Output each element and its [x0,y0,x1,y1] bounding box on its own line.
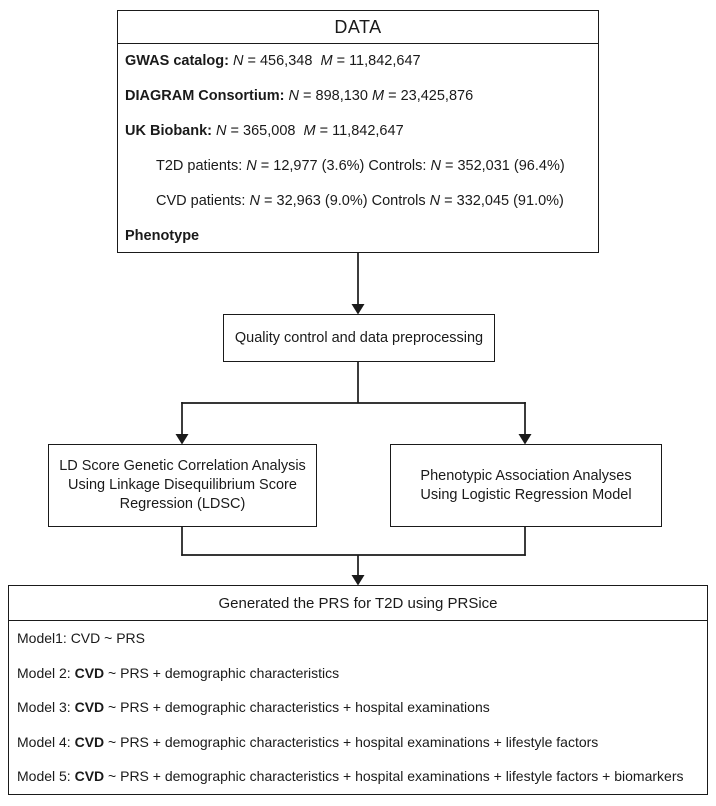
m-symbol: M [371,88,385,104]
source-line-ukbiobank: UK Biobank: N = 365,008 M = 11,842,647 [118,114,598,149]
n-value: = 898,130 [299,88,372,104]
source-label: UK Biobank: [125,123,217,139]
ldsc-analysis-text: LD Score Genetic Correlation Analysis Us… [49,445,316,526]
model-outcome: CVD [74,733,105,750]
model-line-2: Model 2: CVD ~ PRS + demographic charact… [9,656,707,691]
cohort-line-t2d: T2D patients: N = 12,977 (3.6%) Controls… [118,149,598,184]
n-symbol: N [246,158,257,174]
cohort-line-cvd: CVD patients: N = 32,963 (9.0%) Controls… [118,184,598,219]
ldsc-line: LD Score Genetic Correlation Analysis [59,458,306,474]
cohort-prefix: CVD patients: [156,193,250,209]
connector-merge [181,527,526,556]
model-line-4: Model 4: CVD ~ PRS + demographic charact… [9,725,707,760]
model-outcome: CVD [74,664,105,681]
cohort-controls: = 332,045 (91.0%) [440,193,564,209]
n-symbol: N [249,193,260,209]
m-value: = 11,842,647 [315,123,404,139]
source-label: GWAS catalog: [125,53,233,69]
n-symbol: N [216,123,227,139]
connector-qc-split [181,362,526,404]
n-symbol: N [429,193,441,209]
source-line-gwas: GWAS catalog: N = 456,348 M = 11,842,647 [118,44,598,79]
phenotypic-association-box: Phenotypic Association Analyses Using Lo… [390,444,662,527]
n-symbol: N [288,88,299,104]
source-label: DIAGRAM Consortium: [125,88,289,104]
model-outcome: CVD [74,768,105,784]
quality-control-box: Quality control and data preprocessing [223,314,495,362]
cohort-prefix: T2D patients: [156,158,247,174]
source-line-diagram: DIAGRAM Consortium: N = 898,130 M = 23,4… [118,79,598,114]
prs-box-title: Generated the PRS for T2D using PRSice [9,586,707,621]
model-outcome: CVD [74,699,105,715]
n-symbol: N [430,158,441,174]
model-formula: ~ PRS + demographic characteristics + ho… [104,699,490,715]
prs-models-box: Generated the PRS for T2D using PRSice M… [8,585,708,795]
model-prefix: Model1: CVD ~ PRS [17,630,145,646]
phenotypic-line: Phenotypic Association Analyses [420,467,632,484]
m-symbol: M [303,123,316,139]
n-symbol: N [232,53,244,69]
cohort-cases: = 12,977 (3.6%) Controls: [256,158,431,174]
model-formula: ~ PRS + demographic characteristics [104,664,340,681]
n-value: = 365,008 [226,123,304,139]
ldsc-line: Using Linkage Disequilibrium Score [68,477,297,493]
phenotypic-association-text: Phenotypic Association Analyses Using Lo… [391,445,661,526]
model-prefix: Model 2: [17,664,75,681]
phenotypic-line: Using Logistic Regression Model [420,486,632,503]
quality-control-label: Quality control and data preprocessing [234,330,484,346]
ldsc-analysis-box: LD Score Genetic Correlation Analysis Us… [48,444,317,527]
ldsc-line: Regression (LDSC) [119,496,246,512]
data-box-title: DATA [118,11,598,44]
arrow-data-to-qc [351,253,365,315]
arrow-split-to-phenotypic [518,402,532,445]
m-symbol: M [320,53,333,69]
cohort-cases: = 32,963 (9.0%) Controls [259,193,430,209]
model-prefix: Model 4: [17,733,75,750]
model-line-1: Model1: CVD ~ PRS [9,621,707,656]
model-prefix: Model 3: [17,699,75,715]
m-value: = 23,425,876 [384,88,474,104]
model-prefix: Model 5: [17,768,75,784]
n-value: = 456,348 [243,53,321,69]
arrow-split-to-ldsc [175,402,189,445]
phenotype-line: Phenotype [118,219,598,254]
m-value: = 11,842,647 [332,53,421,69]
phenotype-label: Phenotype [125,228,200,244]
model-formula: ~ PRS + demographic characteristics + ho… [104,768,684,784]
data-box: DATA GWAS catalog: N = 456,348 M = 11,84… [117,10,599,253]
arrow-merge-to-prs [351,555,365,586]
model-line-3: Model 3: CVD ~ PRS + demographic charact… [9,690,707,725]
model-formula: ~ PRS + demographic characteristics + ho… [104,733,599,750]
model-line-5: Model 5: CVD ~ PRS + demographic charact… [9,759,707,794]
cohort-controls: = 352,031 (96.4%) [440,158,565,174]
data-box-content: GWAS catalog: N = 456,348 M = 11,842,647… [118,44,598,254]
